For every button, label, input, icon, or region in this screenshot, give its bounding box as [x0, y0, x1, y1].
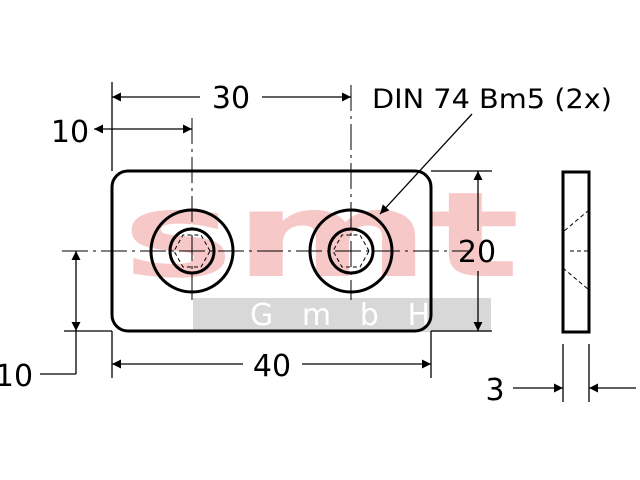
- side-profile: [561, 170, 591, 334]
- watermark-band: [193, 298, 491, 332]
- callout-label: DIN 74 Bm5 (2x): [372, 84, 612, 115]
- dimension-thickness-label: 3: [485, 373, 504, 408]
- dimension-hole-offset-y-label: 10: [0, 359, 33, 394]
- dimension-hole-offset-x: 10: [51, 115, 192, 150]
- side-view: [561, 170, 591, 334]
- dimension-hole-offset-x-label: 10: [51, 115, 89, 150]
- dimension-hole-spacing: 30: [112, 81, 351, 116]
- side-countersink-hidden: [562, 209, 590, 291]
- dimension-height: 20: [458, 171, 496, 331]
- callout: DIN 74 Bm5 (2x): [372, 84, 612, 215]
- dimension-hole-spacing-label: 30: [212, 81, 250, 116]
- dimension-hole-offset-y: 10: [0, 251, 81, 394]
- front-view: [62, 85, 470, 333]
- dimension-thickness: 3: [485, 373, 636, 408]
- right-hole-hex: [332, 234, 370, 268]
- dimension-length-label: 40: [253, 349, 291, 384]
- left-hole-hex: [173, 234, 211, 268]
- callout-leader: [379, 113, 473, 215]
- dimension-height-label: 20: [458, 235, 496, 270]
- dimension-length: 40: [112, 349, 431, 384]
